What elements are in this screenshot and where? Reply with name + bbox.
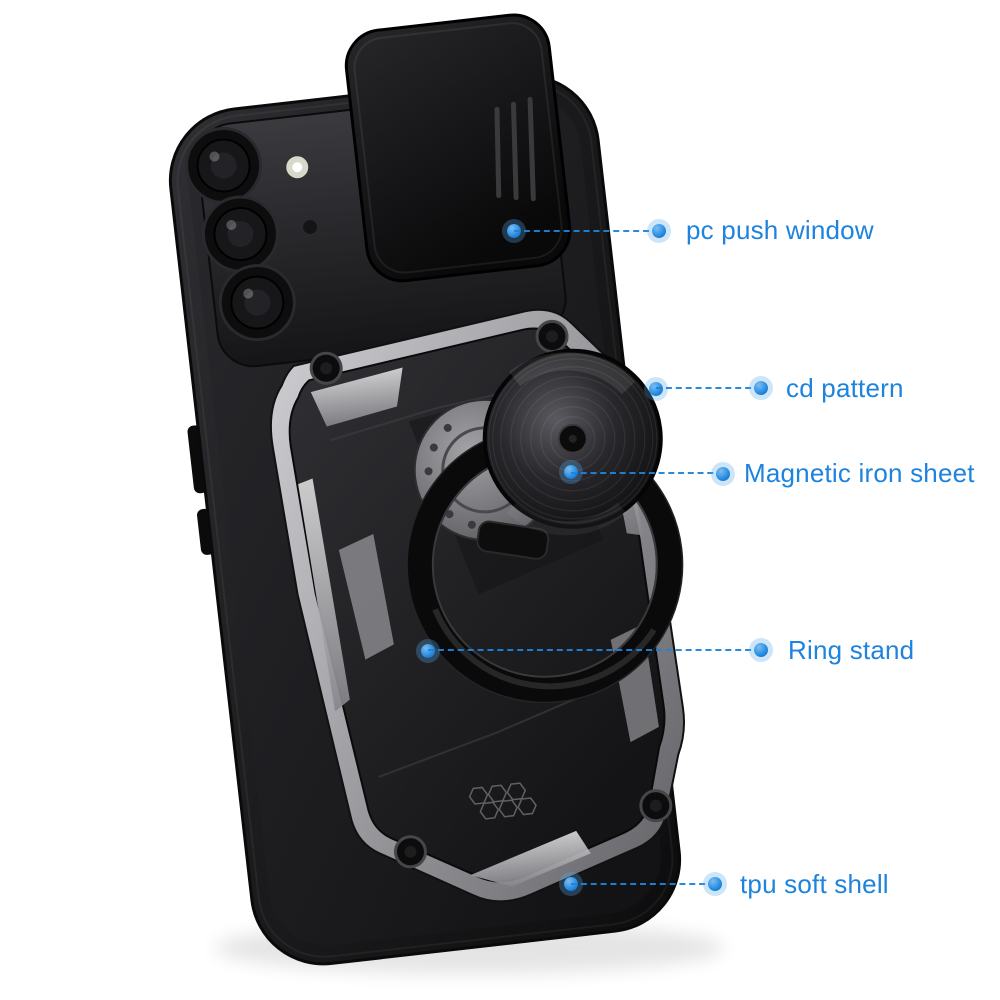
corner-screws [309, 319, 673, 869]
ring-bracket [476, 520, 550, 560]
camera-lens [201, 195, 279, 273]
camera-sensor [301, 218, 320, 237]
cd-pattern-disc [482, 348, 663, 536]
ring-stand-assembly [406, 348, 684, 704]
camera-lens [185, 127, 263, 205]
camera-lens [218, 264, 296, 342]
cover-grip-lines [494, 96, 536, 202]
slide-camera-cover [344, 13, 572, 283]
